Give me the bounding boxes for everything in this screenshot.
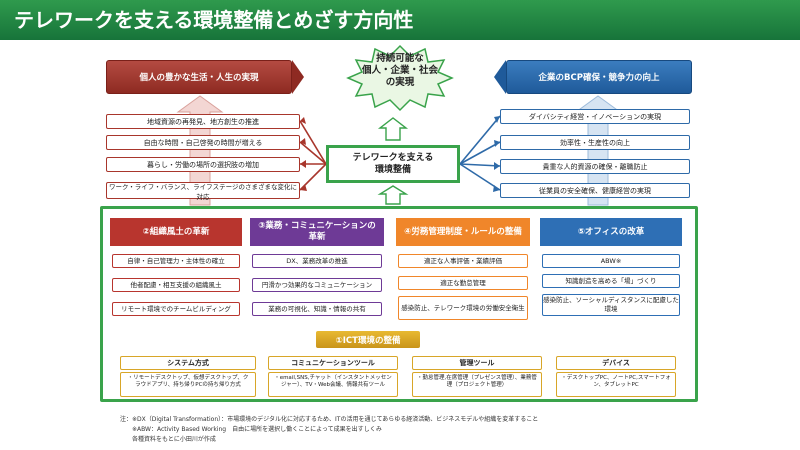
left-item: ワーク・ライフ・バランス、ライフステージのさまざまな変化に対応 [106,182,300,201]
pillar-office-item: 感染防止、ソーシャルディスタンスに配慮した環境 [542,294,680,316]
tool-management-desc: ・勤怠管理,在席管理（プレゼンス管理）、業務管理（プロジェクト管理） [412,372,542,397]
pillar-office-title: ⑤オフィスの改革 [540,218,682,246]
left-fan-heads [300,117,307,191]
pillar-office-item: 知識創造を高める「場」づくり [542,274,680,288]
center-box-line-2: 環境整備 [374,165,411,175]
goal-sustainable-line-2: 個人・企業・社会 [361,65,438,76]
center-box-line-1: テレワークを支える [352,153,434,163]
ict-environment: ①ICT環境の整備 [316,331,420,348]
goal-left-pointer [292,60,304,94]
right-item: ダイバシティ経営・イノベーションの実現 [500,109,690,124]
tool-system-desc: ・リモートデスクトップ、仮想デスクトップ、クラウドアプリ、持ち帰りPCの持ち帰り… [120,372,256,397]
goal-right-pointer [494,60,506,94]
goal-company: 企業のBCP確保・競争力の向上 [506,60,692,94]
tool-communication-desc: ・email,SNS,チャット（インスタントメッセンジャー）、TV・Web会議、… [268,372,398,397]
note-source: 各種資料をもとに小田川が作成 [132,436,216,443]
pillar-labor-title: ④労務管理制度・ルールの整備 [396,218,530,246]
tool-device-title: デバイス [556,356,676,370]
goal-sustainable: 持続可能な 個人・企業・社会 の実現 [340,53,460,89]
left-item: 自由な時間・自己啓発の時間が増える [106,135,300,150]
left-fan-lines [299,120,327,191]
note-dx: 注：※DX（Digital Transformation）：市場環境のデジタル化… [120,416,539,423]
right-item: 貴重な人的資源の確保・離職防止 [500,159,690,174]
goal-sustainable-line-3: の実現 [385,77,415,88]
pillar-culture-item: 自律・自己管理力・主体性の確立 [112,254,240,268]
pillar-culture-item: 他者配慮・相互支援の組織風土 [112,278,240,292]
tool-communication-title: コミュニケーションツール [268,356,398,370]
left-item: 地域資源の再発見、地方創生の推進 [106,114,300,129]
pillar-business-item: 円滑かつ効果的なコミュニケーション [252,278,382,292]
pillar-labor-item: 適正な人事評価・業績評価 [398,254,528,268]
pillar-business-title: ③業務・コミュニケーションの革新 [250,218,384,246]
right-fan-lines [459,115,501,191]
pillar-business-item: 業務の可視化、知識・情報の共有 [252,302,382,316]
left-item: 暮らし・労働の場所の選択肢の増加 [106,157,300,172]
pillar-culture-title: ②組織風土の革新 [110,218,242,246]
frame-up-arrow [377,185,409,205]
pillar-culture-item: リモート環境でのチームビルディング [112,302,240,316]
pillar-labor-item: 適正な勤怠管理 [398,276,528,290]
page-title: テレワークを支える環境整備とめざす方向性 [0,0,800,40]
goal-sustainable-line-1: 持続可能な [376,53,424,64]
note-abw: ※ABW：Activity Based Working 自由に場所を選択し働くこ… [132,426,382,433]
right-item: 効率性・生産性の向上 [500,135,690,150]
tool-system-title: システム方式 [120,356,256,370]
pillar-business-item: DX、業務改革の推進 [252,254,382,268]
pillar-labor-item: 感染防止、テレワーク環境の労働安全衛生 [398,296,528,320]
pillar-office-item: ABW※ [542,254,680,268]
telework-environment-box: テレワークを支える 環境整備 [326,145,460,183]
tool-management-title: 管理ツール [412,356,542,370]
center-up-arrow [377,117,409,141]
right-item: 従業員の安全確保、健康経営の実現 [500,183,690,198]
goal-individual: 個人の豊かな生活・人生の実現 [106,60,292,94]
star-burst [346,44,454,112]
right-fan-heads [493,116,500,192]
tool-device-desc: ・デスクトップPC、ノートPC,スマートフォン、タブレットPC [556,372,676,397]
